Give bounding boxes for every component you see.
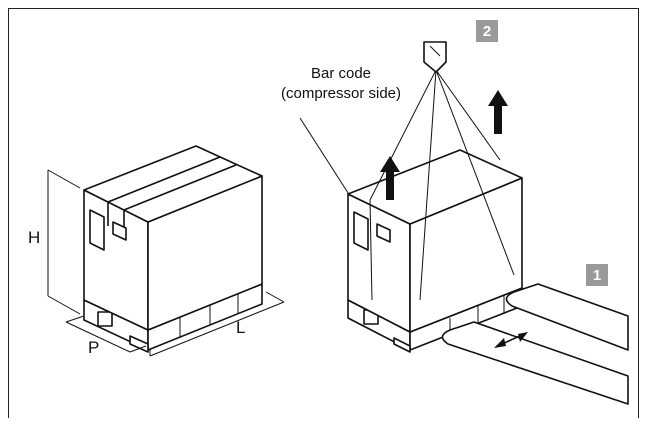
crane-hook-detail (429, 45, 441, 57)
dim-p-ext (65, 315, 85, 323)
diagram-frame (8, 8, 639, 418)
left-box-top (83, 145, 263, 223)
left-packed-unit (47, 145, 285, 357)
sling-line (369, 199, 373, 301)
left-pallet-foot (97, 311, 113, 327)
dim-h-ext (47, 295, 81, 315)
lift-arrow-icon (380, 156, 400, 200)
dim-l-line (149, 301, 285, 357)
fork-tine-right (505, 283, 629, 351)
fork-tine-left (441, 321, 629, 405)
right-packed-unit (299, 41, 523, 353)
step-badge-forklift: 1 (586, 264, 608, 286)
step-badge-crane: 2 (476, 20, 498, 42)
right-box-top (347, 149, 523, 225)
right-box-label (376, 223, 391, 243)
left-box-label (112, 221, 127, 241)
sling-line (419, 69, 437, 301)
dim-l-ext (265, 291, 285, 303)
left-box-label (89, 209, 105, 251)
dim-p-ext (129, 345, 147, 353)
dim-h-ext (47, 169, 81, 189)
arrow-head-icon (494, 338, 506, 348)
dimension-height-label: H (28, 228, 41, 247)
right-pallet-foot (393, 337, 411, 353)
barcode-caption-line1: Bar code (310, 65, 372, 82)
sling-line (435, 69, 501, 161)
sling-line (369, 69, 437, 201)
barcode-caption: Bar code (compressor side) (266, 64, 416, 104)
crane-hook-icon (423, 41, 447, 73)
right-box-label (353, 211, 369, 251)
left-pallet-foot (129, 335, 149, 353)
barcode-leader-line (299, 117, 351, 197)
left-tape-edge (107, 156, 221, 203)
forklift-forks (441, 283, 629, 405)
arrow-head-icon (518, 332, 528, 342)
lift-arrow-icon (488, 90, 508, 134)
dimension-length-label: L (236, 318, 246, 337)
dimension-depth-label: P (88, 338, 100, 357)
dim-p-line (65, 321, 131, 353)
barcode-caption-line2: (compressor side) (280, 85, 402, 102)
left-tape-edge (123, 164, 237, 211)
sling-line (435, 69, 515, 276)
